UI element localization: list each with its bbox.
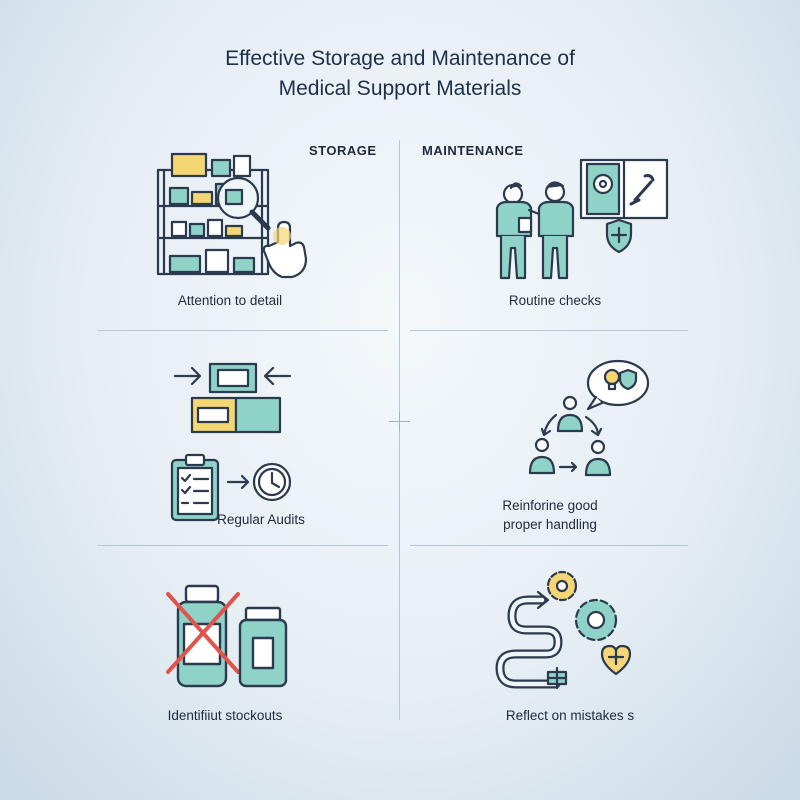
storage-header: STORAGE [309,143,377,158]
storage-label-1: Attention to detail [177,293,283,308]
maintenance-label-3: Reflect on mistakes s [505,708,635,723]
page-title: Effective Storage and Maintenance of Med… [0,44,800,104]
technicians-manual-icon [495,158,669,280]
maintenance-label-1: Routine checks [508,293,602,308]
maintenance-label-2-line-2: proper handling [503,517,597,532]
row-divider-right-2 [410,545,688,546]
boxes-arrows-icon [173,362,292,434]
storage-label-3: Identifiiut stockouts [167,708,283,723]
storage-label-2: Regular Audits [217,512,305,527]
maintenance-label-2: Reinforine good proper handling [470,496,630,534]
crossed-jar-icon [166,584,288,688]
maintenance-label-2-line-1: Reinforine good [502,498,598,513]
title-line-1: Effective Storage and Maintenance of [225,47,575,70]
shelf-magnifier-icon [156,152,308,279]
clipboard-clock-icon [170,453,292,522]
title-line-2: Medical Support Materials [278,77,522,100]
team-idea-icon [528,359,650,477]
gears-path-heart-icon [495,570,632,690]
center-cross-v [399,412,400,431]
row-divider-left-1 [98,330,388,331]
row-divider-right-1 [410,330,688,331]
maintenance-header: MAINTENANCE [422,143,524,158]
row-divider-left-2 [98,545,388,546]
